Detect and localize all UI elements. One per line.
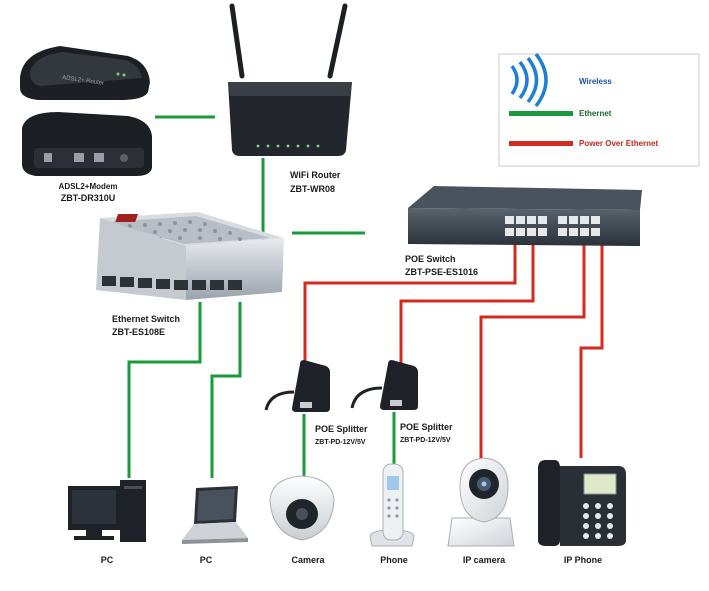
wifi-router (228, 3, 352, 156)
splitter-1-model: ZBT-PD-12V/5V (315, 439, 366, 446)
camera-label: Camera (291, 555, 325, 565)
cable-switch-pc1 (127, 302, 202, 478)
poe-switch (408, 186, 642, 246)
phone-label: Phone (380, 555, 408, 565)
pc-2-laptop-icon (182, 486, 248, 544)
splitter-1-name: POE Splitter (315, 424, 368, 434)
ip-phone-icon (538, 460, 626, 546)
cable-switch-pc2 (210, 302, 242, 478)
ip-phone-label: IP Phone (564, 555, 602, 565)
legend-poe: Power Over Ethernet (579, 139, 658, 148)
modem-model: ZBT-DR310U (61, 193, 116, 203)
poe-cable-splitter1 (303, 244, 517, 364)
splitter-2-name: POE Splitter (400, 422, 453, 432)
legend-wireless: Wireless (579, 77, 612, 86)
modem-name: ADSL2+Modem (59, 182, 118, 191)
poe-switch-model: ZBT-PSE-ES1016 (405, 267, 478, 277)
poe-cable-ip-camera (479, 244, 586, 458)
pc-1-label: PC (101, 555, 114, 565)
wireless-icon (510, 52, 548, 108)
pc-2-label: PC (200, 555, 213, 565)
ethernet-switch-name: Ethernet Switch (112, 314, 180, 324)
poe-cables (303, 244, 604, 458)
legend-ethernet: Ethernet (579, 109, 612, 118)
ethernet-switch-model: ZBT-ES108E (112, 327, 165, 337)
legend-ethernet-swatch (509, 111, 573, 116)
poe-splitter-2 (350, 360, 418, 410)
ip-camera-icon (447, 457, 515, 547)
adsl-modem-top: ADSL2+ Router (20, 46, 150, 100)
pc-1-desktop-icon (68, 480, 146, 542)
ip-camera-label: IP camera (463, 555, 506, 565)
adsl-modem-bottom (22, 112, 152, 176)
dome-camera-icon (269, 475, 335, 541)
router-name: WiFi Router (290, 170, 341, 180)
svg-text:ADSL2+ Router: ADSL2+ Router (62, 75, 105, 87)
ethernet-switch (96, 212, 284, 300)
cordless-phone-icon (369, 463, 415, 547)
poe-cable-splitter2 (399, 244, 535, 364)
legend-poe-swatch (509, 141, 573, 146)
poe-cable-ip-phone (579, 244, 604, 458)
router-model: ZBT-WR08 (290, 184, 335, 194)
ethernet-cables (127, 115, 396, 478)
legend: Wireless Ethernet Power Over Ethernet (498, 52, 700, 167)
splitter-2-model: ZBT-PD-12V/5V (400, 437, 451, 444)
poe-switch-name: POE Switch (405, 254, 456, 264)
poe-splitter-1 (264, 360, 330, 412)
